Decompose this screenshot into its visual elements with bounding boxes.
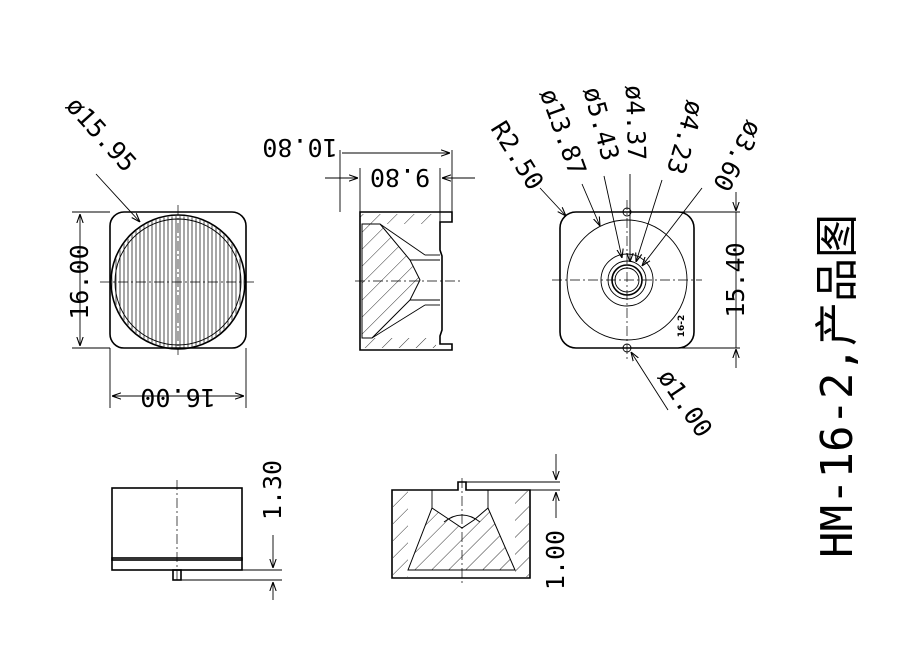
front-view: 16.00 16.00 ø15.95	[60, 91, 256, 412]
pin-length-dimension: 1.30	[258, 460, 287, 520]
offset-dimension: 1.00	[541, 530, 570, 590]
height-dimension: 16.00	[65, 244, 94, 319]
inner-length-dimension: 9.80	[370, 163, 430, 192]
side-view: 1.30	[111, 460, 287, 600]
diameter-4-37: ø4.37	[620, 85, 652, 161]
diameter-3-60: ø3.60	[707, 116, 768, 196]
width-dimension: 16.00	[140, 383, 215, 412]
part-marking: 16-2	[677, 315, 687, 338]
bottom-view: 16-2 15.40 R2.50 ø13.87 ø5.43 ø4.37 ø4.2…	[485, 84, 768, 443]
drawing-title: HM-16-2,产品图	[812, 214, 863, 558]
pin-diameter: ø1.00	[652, 364, 718, 443]
pitch-dimension: 15.40	[721, 242, 750, 317]
lens-diameter: ø15.95	[60, 91, 142, 178]
overall-length-dimension: 10.80	[262, 133, 337, 162]
section-view: 10.80 9.80	[262, 133, 475, 351]
corner-radius: R2.50	[485, 116, 549, 195]
section-side-view: 1.00	[391, 454, 570, 590]
diameter-4-23: ø4.23	[661, 97, 710, 177]
